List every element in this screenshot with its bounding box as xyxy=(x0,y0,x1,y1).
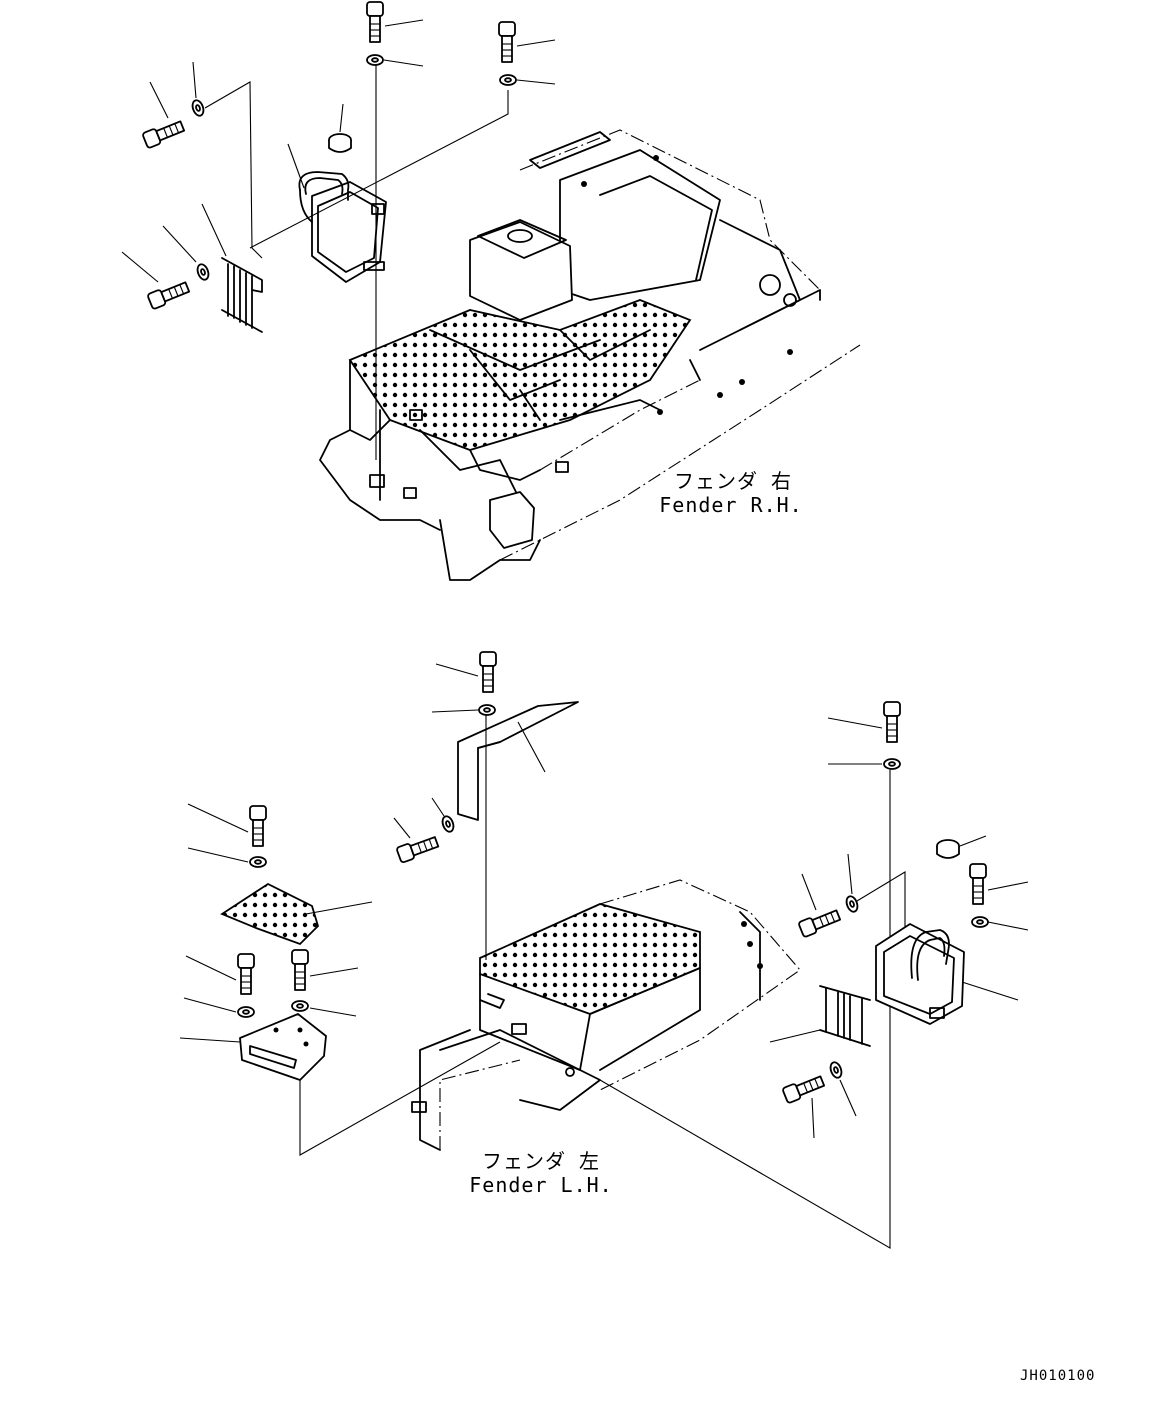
leader-line xyxy=(287,143,305,189)
leader-line xyxy=(339,103,344,133)
leader-line xyxy=(847,853,853,895)
leader-line xyxy=(801,873,817,911)
leader-line xyxy=(435,663,479,677)
leader-line xyxy=(383,59,424,67)
leader-line xyxy=(192,61,197,99)
fender-lh-assembly xyxy=(179,651,1029,1249)
leader-line xyxy=(393,817,411,839)
machine-body-lh xyxy=(411,879,801,1151)
washer-top-2 xyxy=(499,74,517,86)
bolt-lh-left-3 xyxy=(291,949,309,991)
step-plate-lh xyxy=(239,1013,327,1081)
leader-line xyxy=(811,1097,815,1139)
drawing-code: JH010100 xyxy=(1020,1368,1096,1384)
leader-line xyxy=(431,797,445,817)
leader-line xyxy=(827,717,883,729)
step-box-rh xyxy=(298,171,387,283)
washer-top-1 xyxy=(366,54,384,66)
leader-line xyxy=(516,39,556,47)
leader-line xyxy=(987,921,1029,931)
washer-lh-mid xyxy=(439,813,457,835)
rubber-cap-lh xyxy=(936,839,960,859)
leader-line xyxy=(162,225,197,263)
leader-line xyxy=(183,997,237,1013)
bolt-left-1 xyxy=(141,117,187,150)
bolt-lh-mid xyxy=(395,833,441,864)
leader-line xyxy=(309,967,359,977)
leader-line xyxy=(149,81,169,119)
leader-line xyxy=(839,1079,857,1117)
bolt-lh-right-top xyxy=(883,701,901,743)
bolt-lh-left-1 xyxy=(249,805,267,847)
trace-line xyxy=(204,81,263,259)
leader-line xyxy=(187,847,249,863)
washer-lh-top xyxy=(478,704,496,716)
ladder-plate-rh xyxy=(221,257,263,333)
bolt-lh-top xyxy=(479,651,497,693)
leader-line xyxy=(987,881,1029,891)
washer-lh-right-2 xyxy=(971,916,989,928)
leader-line xyxy=(185,955,237,981)
bracket-lh xyxy=(457,701,579,821)
washer-lh-left-1 xyxy=(249,856,267,868)
leader-line xyxy=(179,1037,241,1043)
leader-line xyxy=(309,1007,357,1017)
fender-rh-assembly xyxy=(121,1,861,581)
trace-line xyxy=(599,770,891,1249)
washer-lh-right-top xyxy=(883,758,901,770)
fender-rh-label-en: Fender R.H. xyxy=(659,493,803,517)
washer-left-1 xyxy=(189,97,207,119)
fender-lh-label-jp: フェンダ 左 xyxy=(481,1149,601,1173)
fender-lh-label-en: Fender L.H. xyxy=(469,1173,613,1197)
machine-body-rh xyxy=(319,129,861,581)
leader-line xyxy=(769,1029,821,1043)
bolt-lh-right-2 xyxy=(969,863,987,905)
leader-line xyxy=(305,901,373,915)
perforated-step-plate xyxy=(220,882,320,946)
washer-lh-right-3 xyxy=(843,893,861,915)
bolt-left-2 xyxy=(146,278,192,311)
leader-line xyxy=(187,803,249,833)
leader-line xyxy=(961,981,1019,1001)
trace-line xyxy=(299,1041,501,1156)
leader-line xyxy=(959,835,987,847)
washer-lh-left-3 xyxy=(291,1000,309,1012)
ladder-plate-lh xyxy=(819,985,871,1047)
leader-line xyxy=(384,19,424,27)
bolt-lh-left-2 xyxy=(237,953,255,995)
washer-lh-left-2 xyxy=(237,1006,255,1018)
leader-line xyxy=(431,709,479,713)
trace-line xyxy=(249,90,509,249)
fender-rh-label-jp: フェンダ 右 xyxy=(673,469,793,493)
leader-line xyxy=(121,251,159,283)
bolt-lh-right-4 xyxy=(781,1072,827,1105)
bolt-top-1 xyxy=(366,1,384,43)
leader-line xyxy=(517,721,546,773)
bolt-top-2 xyxy=(498,21,516,63)
bolt-lh-right-3 xyxy=(797,906,843,939)
step-box-lh xyxy=(875,923,965,1025)
washer-lh-right-4 xyxy=(827,1059,845,1081)
rubber-cap xyxy=(328,133,352,153)
leader-line xyxy=(516,79,556,85)
leader-line xyxy=(201,203,227,257)
washer-left-2 xyxy=(194,261,212,283)
